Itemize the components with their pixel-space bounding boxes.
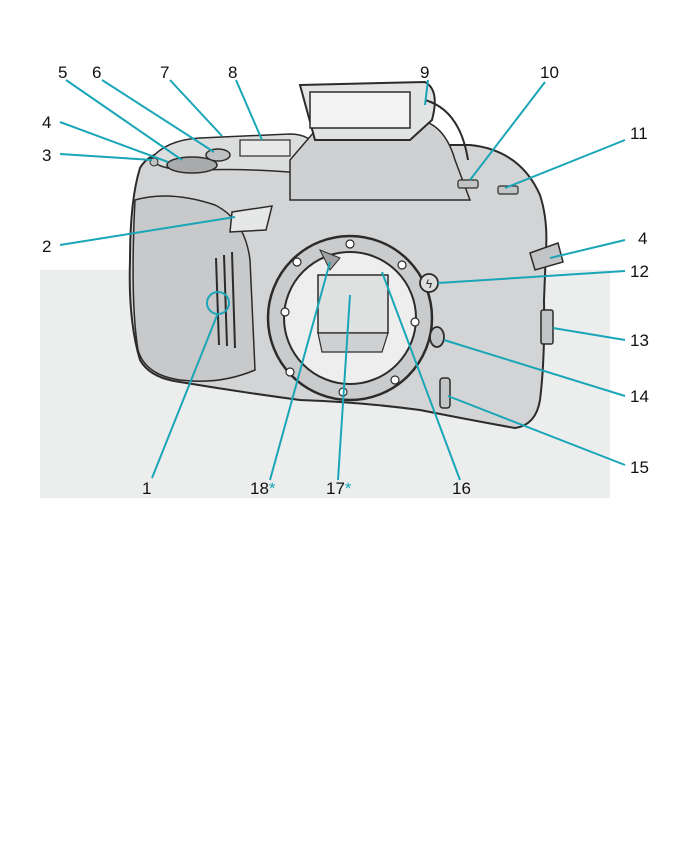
- callout-number: 16: [452, 479, 471, 498]
- side-switch: [541, 310, 553, 344]
- callout-number: 5: [58, 63, 67, 82]
- callout-7: 7: [160, 64, 169, 81]
- callout-number: 18: [250, 479, 269, 498]
- callout-11: 11: [630, 125, 648, 142]
- callout-13: 13: [630, 332, 649, 349]
- callout-number: 6: [92, 63, 101, 82]
- callout-17: 17*: [326, 480, 352, 497]
- lens-release-button: [430, 327, 444, 347]
- callout-number: 4: [42, 113, 51, 132]
- callout-14: 14: [630, 388, 649, 405]
- shutter-button: [206, 149, 230, 161]
- flash-symbol: ϟ: [426, 277, 433, 291]
- callout-number: 10: [540, 63, 559, 82]
- callout-15: 15: [630, 459, 649, 476]
- callout-8: 8: [228, 64, 237, 81]
- callout-18: 18*: [250, 480, 276, 497]
- callout-asterisk: *: [345, 479, 352, 498]
- callout-2: 2: [42, 238, 51, 255]
- callout-10: 10: [540, 64, 559, 81]
- callout-number: 14: [630, 387, 649, 406]
- callout-number: 3: [42, 146, 51, 165]
- lcd-panel: [240, 140, 290, 156]
- callout-12: 12: [630, 263, 649, 280]
- reflex-mirror: [318, 275, 388, 333]
- callout-6: 6: [92, 64, 101, 81]
- callout-number: 12: [630, 262, 649, 281]
- callout-number: 1: [142, 479, 151, 498]
- callout-number: 4: [638, 229, 647, 248]
- callout-1: 1: [142, 480, 151, 497]
- mirror-base: [318, 333, 388, 352]
- callout-number: 13: [630, 331, 649, 350]
- top-right-button-a: [458, 180, 478, 188]
- dof-button: [440, 378, 450, 408]
- callout-number: 17: [326, 479, 345, 498]
- leader-11: [505, 140, 625, 188]
- callout-5: 5: [58, 64, 67, 81]
- flash-window: [310, 92, 410, 128]
- leader-3: [60, 154, 152, 160]
- callout-16: 16: [452, 480, 471, 497]
- callout-asterisk: *: [269, 479, 276, 498]
- callout-4-right: 4: [638, 230, 647, 247]
- callout-number: 11: [630, 124, 648, 143]
- callout-number: 8: [228, 63, 237, 82]
- callout-number: 15: [630, 458, 649, 477]
- callout-number: 2: [42, 237, 51, 256]
- callout-4-left: 4: [42, 114, 51, 131]
- callout-3: 3: [42, 147, 51, 164]
- leader-4b: [550, 240, 625, 258]
- callout-9: 9: [420, 64, 429, 81]
- callout-number: 7: [160, 63, 169, 82]
- leader-8: [236, 80, 262, 140]
- callout-number: 9: [420, 63, 429, 82]
